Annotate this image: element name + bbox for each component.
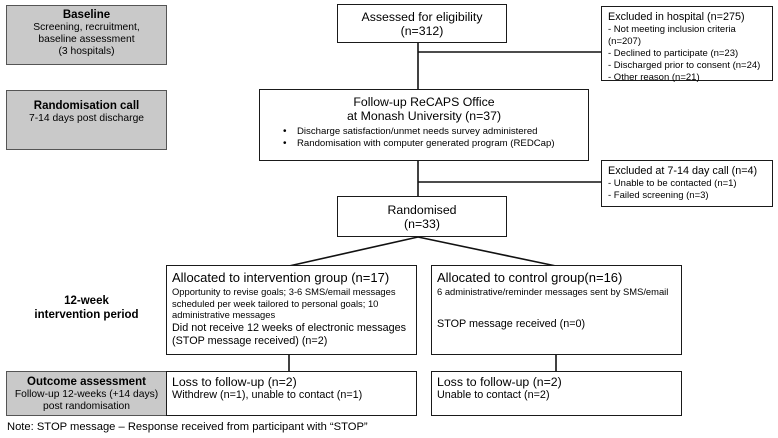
loss-intervention-detail: Withdrew (n=1), unable to contact (n=1) <box>172 389 363 402</box>
followup-line-1: Follow-up ReCAPS Office <box>353 95 495 109</box>
stage-outcome-assessment: Outcome assessment Follow-up 12-weeks (+… <box>6 371 167 416</box>
loss-intervention-heading: Loss to follow-up (n=2) <box>172 375 297 389</box>
stage-outcome-assessment-title: Outcome assessment <box>27 376 146 388</box>
control-group-heading: Allocated to control group(n=16) <box>437 270 623 285</box>
excluded-call-heading: Excluded at 7-14 day call (n=4) <box>608 165 758 177</box>
excluded-hospital-item-2: - Declined to participate (n=23) <box>608 47 739 59</box>
excluded-call-items: - Unable to be contacted (n=1) - Failed … <box>608 178 768 202</box>
stage-randomisation-call-line-1: 7-14 days post discharge <box>28 113 145 125</box>
node-excluded-at-call: Excluded at 7-14 day call (n=4) - Unable… <box>601 160 773 207</box>
stage-outcome-assessment-line-1: Follow-up 12-weeks (+14 days) <box>14 389 159 401</box>
excluded-hospital-heading: Excluded in hospital (n=275) <box>608 11 745 23</box>
intervention-group-heading: Allocated to intervention group (n=17) <box>172 270 390 285</box>
assessed-line-1: Assessed for eligibility <box>361 10 483 24</box>
stage-intervention-period: 12-week intervention period <box>6 295 167 323</box>
stage-baseline-line-3: (3 hospitals) <box>58 46 115 58</box>
node-loss-intervention: Loss to follow-up (n=2) Withdrew (n=1), … <box>166 371 417 416</box>
randomised-line-1: Randomised <box>387 203 457 217</box>
node-control-group: Allocated to control group(n=16) 6 admin… <box>431 265 682 355</box>
randomised-line-2: (n=33) <box>404 217 440 232</box>
node-intervention-group: Allocated to intervention group (n=17) O… <box>166 265 417 355</box>
loss-control-detail: Unable to contact (n=2) <box>437 389 550 402</box>
loss-control-heading: Loss to follow-up (n=2) <box>437 375 562 389</box>
excluded-hospital-item-3: - Discharged prior to consent (n=24) <box>608 59 761 71</box>
excluded-call-item-1: - Unable to be contacted (n=1) <box>608 177 737 189</box>
stage-intervention-period-line-1: intervention period <box>34 308 139 321</box>
footnote-stop-message: Note: STOP message – Response received f… <box>7 421 368 433</box>
intervention-group-outcome: Did not receive 12 weeks of electronic m… <box>172 322 407 348</box>
control-group-outcome: STOP message received (n=0) <box>437 317 586 330</box>
followup-bullet-1: Discharge satisfaction/unmet needs surve… <box>283 125 583 139</box>
stage-randomisation-call-title: Randomisation call <box>33 100 140 112</box>
excluded-hospital-item-4: - Other reason (n=21) <box>608 71 700 83</box>
followup-bullet-2: Randomisation with computer generated pr… <box>283 137 583 151</box>
stage-outcome-assessment-line-2: post randomisation <box>42 401 130 413</box>
assessed-line-2: (n=312) <box>400 24 444 39</box>
control-group-detail: 6 administrative/reminder messages sent … <box>437 286 669 298</box>
excluded-hospital-items: - Not meeting inclusion criteria (n=207)… <box>608 24 768 84</box>
node-assessed-for-eligibility: Assessed for eligibility (n=312) <box>337 4 507 43</box>
stage-intervention-period-title: 12-week <box>64 295 109 307</box>
node-followup-recaps-office: Follow-up ReCAPS Office at Monash Univer… <box>259 89 589 161</box>
stage-baseline-line-1: Screening, recruitment, <box>33 22 140 34</box>
excluded-hospital-item-1: - Not meeting inclusion criteria (n=207) <box>608 23 736 47</box>
followup-line-2: at Monash University (n=37) <box>346 109 502 124</box>
stage-randomisation-call: Randomisation call 7-14 days post discha… <box>6 90 167 150</box>
excluded-call-item-2: - Failed screening (n=3) <box>608 189 709 201</box>
stage-baseline-line-2: baseline assessment <box>38 34 135 46</box>
stage-baseline: Baseline Screening, recruitment, baselin… <box>6 5 167 65</box>
intervention-group-detail: Opportunity to revise goals; 3-6 SMS/ema… <box>172 286 396 321</box>
stage-baseline-title: Baseline <box>62 9 111 21</box>
followup-bullets: Discharge satisfaction/unmet needs surve… <box>283 125 583 152</box>
node-randomised: Randomised (n=33) <box>337 196 507 237</box>
node-loss-control: Loss to follow-up (n=2) Unable to contac… <box>431 371 682 416</box>
node-excluded-in-hospital: Excluded in hospital (n=275) - Not meeti… <box>601 6 773 84</box>
